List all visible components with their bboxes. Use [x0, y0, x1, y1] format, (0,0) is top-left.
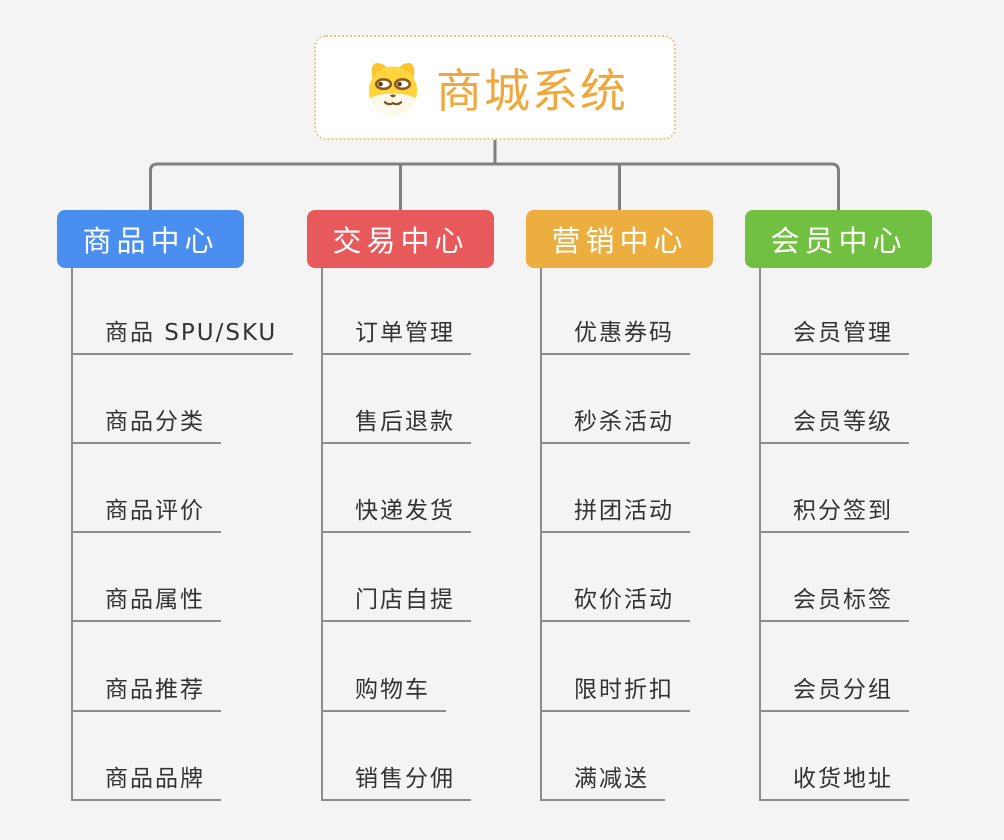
branch-marketing-center[interactable]: 营销中心 [526, 210, 713, 268]
leaf-topic[interactable]: 销售分佣 [321, 765, 471, 801]
leaf-topic[interactable]: 商品 SPU/SKU [71, 319, 294, 355]
leaf-topic[interactable]: 会员分组 [759, 676, 909, 712]
leaf-topic[interactable]: 秒杀活动 [540, 408, 690, 444]
leaf-topic[interactable]: 商品属性 [71, 586, 221, 622]
leaf-topic[interactable]: 会员管理 [759, 319, 909, 355]
leaf-topic[interactable]: 商品品牌 [71, 765, 221, 801]
branch-trade-center[interactable]: 交易中心 [307, 210, 494, 268]
branch-product-center[interactable]: 商品中心 [57, 210, 244, 268]
branch-label: 会员中心 [770, 224, 907, 258]
leaf-topic[interactable]: 收货地址 [759, 765, 909, 801]
branch-label: 营销中心 [551, 224, 688, 258]
root-topic-label: 商城系统 [436, 63, 628, 118]
leaf-topic[interactable]: 快递发货 [321, 497, 471, 533]
leaf-topic[interactable]: 购物车 [321, 676, 446, 712]
leaf-topic[interactable]: 订单管理 [321, 319, 471, 355]
leaf-topic[interactable]: 积分签到 [759, 497, 909, 533]
leaf-topic[interactable]: 会员标签 [759, 586, 909, 622]
leaf-topic[interactable]: 砍价活动 [540, 586, 690, 622]
dog-face-icon [368, 62, 418, 115]
leaf-topic[interactable]: 拼团活动 [540, 497, 690, 533]
leaf-topic[interactable]: 门店自提 [321, 586, 471, 622]
branch-label: 商品中心 [82, 224, 219, 258]
leaf-topic[interactable]: 商品推荐 [71, 676, 221, 712]
leaf-topic[interactable]: 会员等级 [759, 408, 909, 444]
branch-label: 交易中心 [332, 224, 469, 258]
leaf-topic[interactable]: 满减送 [540, 765, 665, 801]
leaf-topic[interactable]: 商品评价 [71, 497, 221, 533]
branch-member-center[interactable]: 会员中心 [745, 210, 932, 268]
leaf-topic[interactable]: 优惠券码 [540, 319, 690, 355]
root-topic[interactable]: 商城系统 [314, 35, 676, 140]
leaf-topic[interactable]: 售后退款 [321, 408, 471, 444]
leaf-topic[interactable]: 商品分类 [71, 408, 221, 444]
leaf-topic[interactable]: 限时折扣 [540, 676, 690, 712]
